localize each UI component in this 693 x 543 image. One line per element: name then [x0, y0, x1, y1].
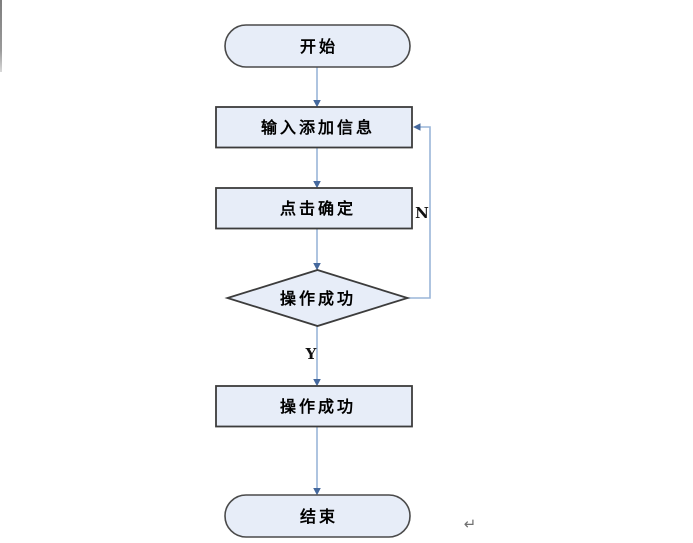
operation-success-label: 操作成功	[280, 397, 356, 416]
flowchart-node-input-info: 输入添加信息	[215, 106, 413, 149]
start-terminator-shape[interactable]	[224, 24, 411, 68]
input-info-label: 输入添加信息	[261, 118, 375, 137]
connectors	[313, 67, 431, 496]
branch-label-yes: Y	[305, 345, 317, 363]
connector-decision-no-loop[interactable]	[407, 126, 431, 299]
decision-label: 操作成功	[280, 289, 356, 308]
arrowhead-start-to-input	[313, 100, 321, 108]
flowchart-node-operation-success: 操作成功	[215, 385, 413, 428]
flowchart-node-end: 结束	[224, 494, 411, 538]
branch-label-no: N	[415, 204, 429, 222]
decision-diamond-shape[interactable]	[224, 269, 411, 327]
end-label: 结束	[299, 507, 338, 526]
line-break-mark: ↵	[464, 515, 477, 533]
input-info-process-shape[interactable]	[215, 106, 413, 149]
arrowhead-input-to-click	[313, 181, 321, 189]
operation-success-process-shape[interactable]	[215, 385, 413, 428]
end-terminator-shape[interactable]	[224, 494, 411, 538]
arrowhead-click-to-decision	[313, 263, 321, 271]
click-confirm-process-shape[interactable]	[215, 187, 413, 230]
page-edge-artifact	[0, 0, 2, 72]
arrowhead-no-loop	[413, 123, 421, 131]
flowchart-node-start: 开始	[224, 24, 411, 68]
start-label: 开始	[300, 37, 338, 56]
arrowhead-success-to-end	[313, 488, 321, 496]
flowchart-node-click-confirm: 点击确定	[215, 187, 413, 230]
flowchart-node-decision: 操作成功	[224, 269, 411, 327]
arrowhead-decision-to-success	[313, 379, 321, 387]
click-confirm-label: 点击确定	[280, 199, 356, 218]
